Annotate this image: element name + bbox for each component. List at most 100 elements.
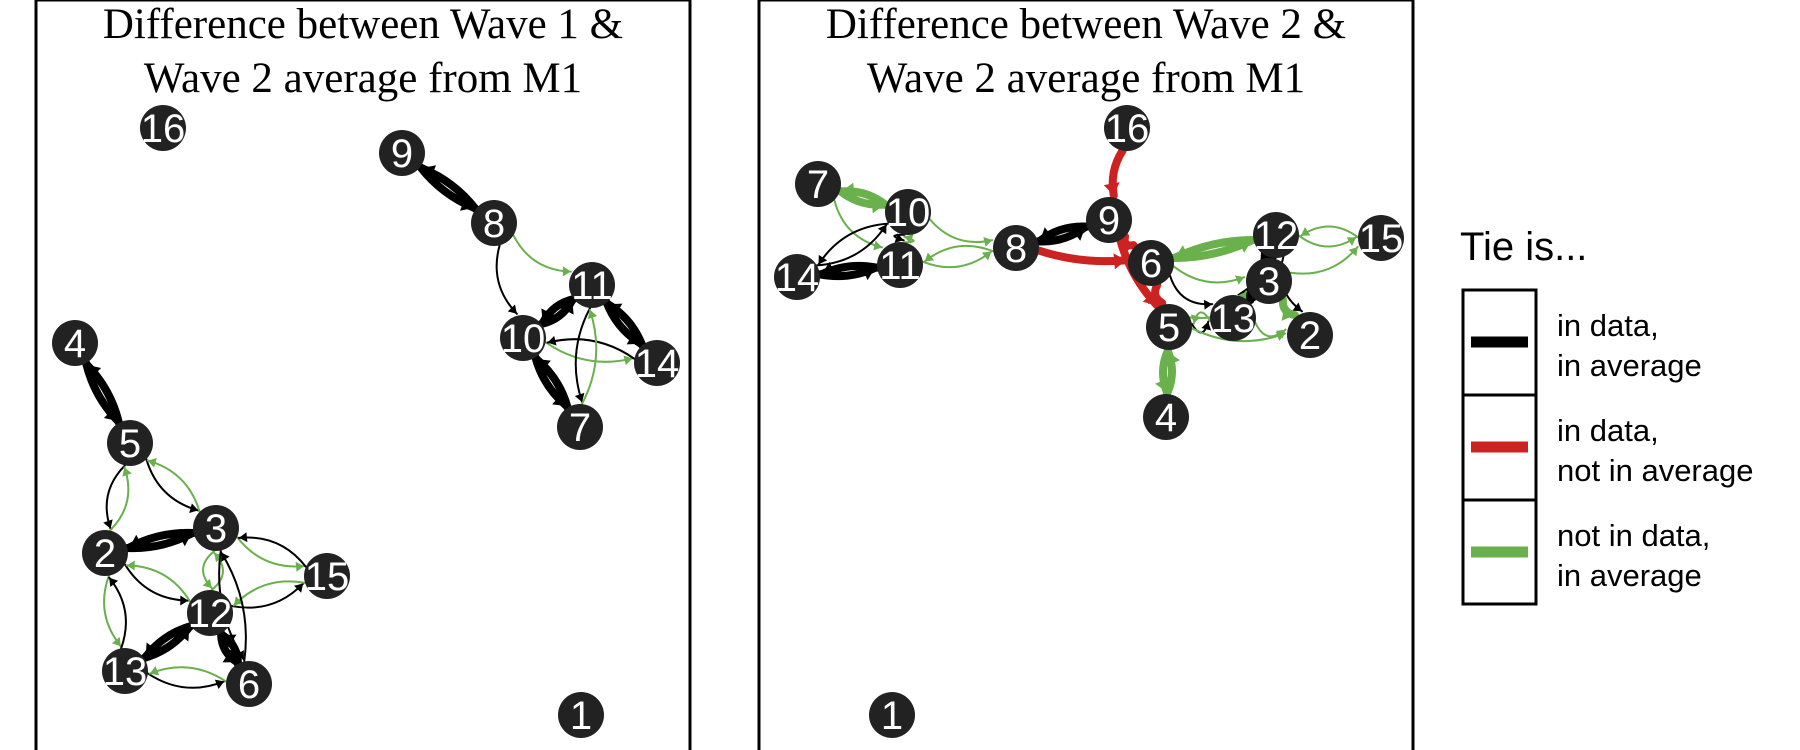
- node-7: [557, 404, 603, 450]
- tie-arrowhead-11-to-7: [574, 392, 585, 403]
- tie-layer: [82, 162, 647, 689]
- tie-arrowhead-3-to-2: [1281, 305, 1295, 321]
- tie-arrowhead-3-to-15: [1348, 246, 1358, 257]
- tie-arrowhead-14-to-11: [608, 303, 623, 318]
- node-3: [1246, 258, 1292, 304]
- panel-wave2-difference: Difference between Wave 2 & Wave 2 avera…: [757, 0, 1415, 750]
- node-9: [379, 130, 425, 176]
- tie-arrowhead-6-to-3: [1235, 275, 1245, 285]
- node-16: [140, 105, 186, 151]
- node-label-6: 6: [238, 663, 260, 707]
- node-label-8: 8: [1005, 227, 1027, 271]
- node-label-1: 1: [881, 694, 903, 738]
- node-15: [304, 553, 350, 599]
- tie-arrowhead-6-to-3: [221, 552, 230, 562]
- tie-arrowhead-12-to-2: [1292, 302, 1302, 312]
- node-11: [569, 262, 615, 308]
- node-label-13: 13: [1211, 297, 1256, 341]
- node-label-9: 9: [1098, 199, 1120, 243]
- node-label-10: 10: [886, 191, 931, 235]
- node-8: [993, 225, 1039, 271]
- tie-arrowhead-9-to-8: [1039, 227, 1055, 241]
- node-label-3: 3: [205, 507, 227, 551]
- tie-arrowhead-5-to-3: [189, 503, 199, 514]
- tie-arrowhead-14-to-10: [547, 335, 557, 346]
- tie-arrowhead-8-to-10: [507, 304, 517, 314]
- node-7: [795, 161, 841, 207]
- tie-arrowhead-11-to-14: [821, 261, 837, 277]
- tie-arrowhead-6-to-13: [1203, 299, 1213, 310]
- tie-10-to-14: [544, 341, 634, 363]
- node-13: [1210, 295, 1256, 341]
- node-6: [1128, 240, 1174, 286]
- node-15: [1358, 215, 1404, 261]
- node-14: [634, 340, 680, 386]
- node-label-4: 4: [1155, 396, 1177, 440]
- tie-arrowhead-3-to-15: [295, 561, 305, 572]
- node-label-12: 12: [188, 592, 233, 636]
- tie-arrowhead-15-to-12: [233, 596, 244, 606]
- tie-arrowhead-7-to-11: [873, 240, 883, 251]
- node-label-16: 16: [141, 107, 186, 151]
- legend-label-line: not in data,: [1557, 518, 1710, 553]
- legend-title: Tie is...: [1460, 225, 1587, 269]
- node-2: [1287, 312, 1333, 358]
- tie-arrowhead-11-to-10: [541, 308, 556, 323]
- node-10: [500, 315, 546, 361]
- node-13: [102, 648, 148, 694]
- tie-arrowhead-8-to-9: [421, 165, 437, 181]
- panel-title-line-1: Difference between Wave 2 &: [826, 1, 1346, 48]
- node-14: [774, 254, 820, 300]
- tie-arrowhead-13-to-12: [175, 627, 190, 642]
- tie-arrowhead-9-to-5: [1142, 290, 1157, 306]
- node-label-2: 2: [94, 532, 116, 576]
- tie-12-to-15: [230, 582, 305, 609]
- tie-arrowhead-7-to-11: [587, 309, 598, 320]
- tie-arrowhead-12-to-6: [1175, 245, 1190, 260]
- node-label-9: 9: [391, 132, 413, 176]
- node-5: [1146, 304, 1192, 350]
- panel-title-line-1: Difference between Wave 1 &: [103, 1, 623, 48]
- tie-arrowhead-13-to-2: [109, 577, 119, 588]
- tie-arrowhead-16-to-9: [1103, 182, 1120, 196]
- node-label-7: 7: [569, 406, 591, 450]
- node-label-3: 3: [1258, 260, 1280, 304]
- tie-arrowhead-10-to-7: [841, 182, 855, 199]
- tie-arrowhead-14-to-10: [877, 224, 887, 235]
- node-4: [52, 320, 98, 366]
- tie-arrowhead-12-to-6: [222, 648, 237, 663]
- node-4: [1143, 394, 1189, 440]
- tie-arrowhead-2-to-12: [180, 595, 189, 606]
- node-3: [193, 505, 239, 551]
- node-6: [226, 661, 272, 707]
- tie-arrowhead-10-to-14: [623, 355, 633, 366]
- tie-arrowhead-10-to-11: [894, 233, 904, 243]
- node-label-15: 15: [1359, 217, 1404, 261]
- tie-10-to-14: [817, 222, 890, 266]
- tie-14-to-10: [546, 338, 636, 360]
- node-label-8: 8: [483, 202, 505, 246]
- panel-title-line-2: Wave 2 average from M1: [867, 55, 1305, 102]
- node-label-15: 15: [305, 555, 350, 599]
- panel-title-line-2: Wave 2 average from M1: [144, 55, 582, 102]
- tie-arrowhead-3-to-5: [147, 457, 157, 468]
- node-2: [82, 530, 128, 576]
- legend-label-line: in data,: [1557, 308, 1659, 343]
- node-label-4: 4: [64, 322, 86, 366]
- node-label-5: 5: [1158, 306, 1180, 350]
- tie-arrowhead-5-to-4: [87, 364, 102, 380]
- tie-arrowhead-11-to-10: [904, 234, 914, 244]
- tie-11-to-7: [574, 306, 592, 404]
- node-label-6: 6: [1140, 242, 1162, 286]
- node-5: [107, 420, 153, 466]
- panel-frame: [757, 0, 1415, 750]
- tie-arrowhead-8-to-6: [1113, 253, 1127, 270]
- tie-arrowhead-10-to-14: [818, 254, 828, 265]
- tie-arrowhead-13-to-5: [1190, 314, 1201, 324]
- tie-arrowhead-5-to-2: [103, 519, 113, 529]
- legend-label-line: not in average: [1557, 453, 1753, 488]
- tie-14-to-10: [815, 223, 888, 267]
- node-9: [1086, 197, 1132, 243]
